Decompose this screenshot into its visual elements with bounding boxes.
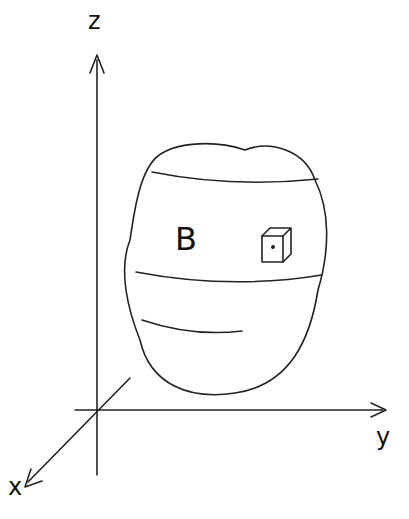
y-axis [75,409,383,411]
slice-line [136,272,322,282]
y-arrowhead [371,403,386,417]
x-axis [28,378,130,482]
slice-line [152,172,318,182]
z-arrowhead [90,55,104,73]
region-label: B [175,222,197,257]
axis-label: z [88,8,101,34]
axis-label: x [8,474,22,500]
blob-outline [120,138,330,400]
slice-line [142,320,242,333]
region-blob: B [120,138,330,400]
volume-element-cube [262,236,283,262]
blob-outline-path [125,144,327,395]
cube-dot [272,246,274,248]
x-arrowhead [25,469,42,487]
axis-label: y [376,424,390,450]
volume-element-cube [262,228,291,262]
